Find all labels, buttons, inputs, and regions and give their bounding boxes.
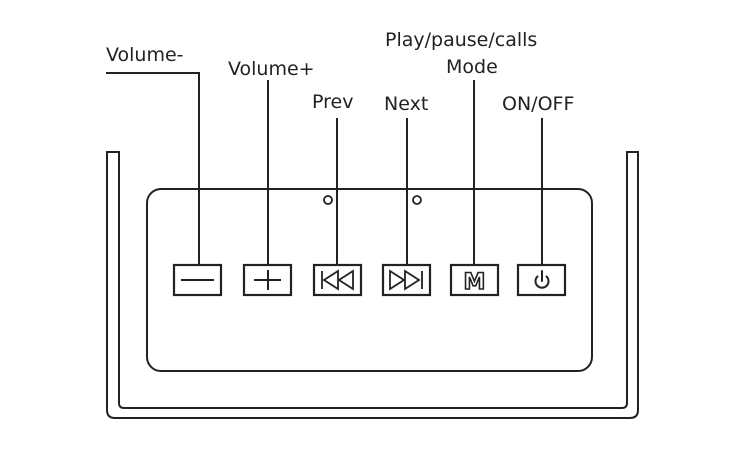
- skip-back-icon: [321, 269, 354, 291]
- label-volume-minus: Volume-: [106, 44, 184, 66]
- control-panel: [146, 188, 593, 372]
- label-mode: Mode: [446, 56, 498, 78]
- mode-button[interactable]: M: [449, 263, 500, 297]
- label-volume-plus: Volume+: [228, 58, 315, 80]
- volume-plus-button[interactable]: [242, 263, 293, 297]
- indicator-led-right: [412, 195, 422, 205]
- indicator-led-left: [323, 195, 333, 205]
- leader-lines: [106, 72, 543, 266]
- prev-button[interactable]: [312, 263, 363, 297]
- label-play-pause-calls: Play/pause/calls: [385, 29, 537, 51]
- label-prev: Prev: [312, 91, 353, 113]
- mode-glyph: M: [464, 270, 486, 295]
- label-on-off: ON/OFF: [502, 93, 574, 115]
- next-button[interactable]: [381, 263, 432, 297]
- device-body: [106, 151, 639, 419]
- plus-icon: [254, 270, 281, 290]
- label-next: Next: [384, 93, 428, 115]
- power-button[interactable]: [516, 263, 567, 297]
- skip-forward-icon: [389, 269, 423, 291]
- power-icon: [534, 270, 550, 289]
- volume-minus-button[interactable]: [172, 263, 223, 297]
